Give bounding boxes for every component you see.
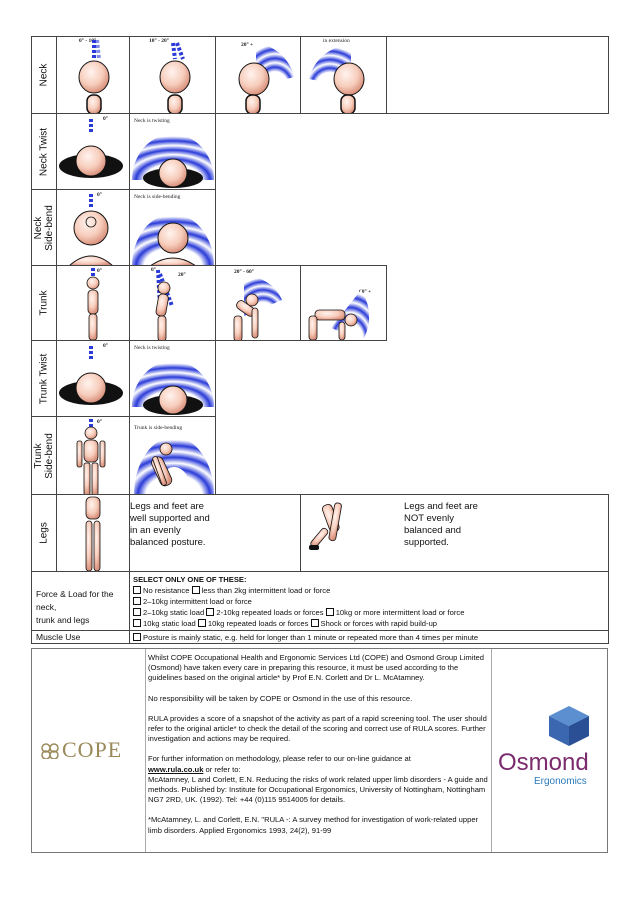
neck-10-20-cell[interactable]: 10° - 20°: [130, 37, 216, 114]
trunk-moderate-flex-figure: [216, 266, 301, 341]
neck-flexed-20-figure: [216, 37, 301, 114]
trunk-severe-flex-figure: [301, 266, 387, 341]
disclaimer-p2: No responsibility will be taken by COPE …: [148, 694, 488, 704]
muscle-label-cell: Muscle Use: [32, 631, 130, 644]
muscle-option-cell: Posture is mainly static, e.g. held for …: [130, 631, 609, 644]
trunk-sidebending-cell[interactable]: Trunk is side-bending: [130, 417, 216, 495]
force-options-cell: SELECT ONLY ONE OF THESE: No resistance …: [130, 572, 609, 631]
trunk-60-plus-cell[interactable]: 60° +: [301, 266, 387, 341]
row-label-neck-twist: Neck Twist: [32, 114, 57, 190]
legs-unsupported-cell[interactable]: Legs and feet are NOT evenly balanced an…: [301, 495, 609, 572]
row-label-trunk: Trunk: [32, 266, 57, 341]
neck-twisting-cell[interactable]: Neck is twisting: [130, 114, 216, 190]
opt-2-10-repeated: 2-10kg repeated loads or forces: [216, 608, 323, 617]
disclaimer-p1: Whilst COPE Occupational Health and Ergo…: [148, 653, 488, 684]
disclaimer-p5: *McAtamney, L. and Corlett, E.N. "RULA -…: [148, 815, 488, 835]
legs-supported-figure-cell[interactable]: [57, 495, 130, 572]
trunk-20-60-cell[interactable]: 20° - 60°: [216, 266, 301, 341]
opt-2-10-static: 2–10kg static load: [143, 608, 204, 617]
trunk-twist-0-cell[interactable]: 0°: [57, 341, 130, 417]
osmond-logo-panel: Osmond Ergonomics: [491, 649, 608, 852]
legs-unsupported-text: Legs and feet are NOT evenly balanced an…: [404, 501, 478, 549]
trunk-no-sidebend-figure: [57, 417, 130, 495]
neck-sidebending-cell[interactable]: Neck is side-bending: [130, 190, 216, 266]
force-heading: SELECT ONLY ONE OF THESE:: [133, 574, 608, 585]
trunk-0-cell[interactable]: 0°: [57, 266, 130, 341]
cope-logo-icon: [40, 743, 60, 759]
osmond-logo-subtext: Ergonomics: [534, 776, 587, 787]
trunk-slight-flex-figure: [130, 266, 216, 341]
neck-extension-cell[interactable]: in extension: [301, 37, 387, 114]
neck-twisting-figure: [130, 114, 216, 190]
neck-sidebending-figure: [130, 190, 216, 266]
neck-twist-empty: [216, 114, 609, 190]
rula-link[interactable]: www.rula.co.uk: [148, 765, 203, 774]
checkbox-10-plus-intermittent[interactable]: [326, 608, 334, 616]
neck-no-sidebend-figure: [57, 190, 130, 266]
opt-10-repeated: 10kg repeated loads or forces: [208, 619, 308, 628]
trunk-sidebend-empty: [216, 417, 609, 495]
legs-supported-text: Legs and feet are well supported and in …: [130, 501, 210, 549]
checkbox-2-10-static[interactable]: [133, 608, 141, 616]
cope-logo-panel: COPE: [32, 649, 146, 852]
disclaimer-p4b: or refer to:: [203, 765, 240, 774]
checkbox-10-repeated[interactable]: [198, 619, 206, 627]
opt-shock: Shock or forces with rapid build-up: [321, 619, 438, 628]
checkbox-static-posture[interactable]: [133, 633, 141, 641]
trunk-no-twist-figure: [57, 341, 130, 417]
row-label-legs: Legs: [32, 495, 57, 572]
checkbox-shock[interactable]: [311, 619, 319, 627]
neck-flexed-figure: [130, 37, 216, 114]
checkbox-no-resistance[interactable]: [133, 586, 141, 594]
trunk-sidebend-0-cell[interactable]: 0°: [57, 417, 130, 495]
disclaimer-p3: RULA provides a score of a snapshot of t…: [148, 714, 488, 745]
osmond-cube-icon: [547, 704, 591, 748]
checkbox-2-10-intermittent[interactable]: [133, 597, 141, 605]
checkbox-2-10-repeated[interactable]: [206, 608, 214, 616]
checkbox-10-static[interactable]: [133, 619, 141, 627]
legs-supported-cell[interactable]: Legs and feet are well supported and in …: [130, 495, 301, 572]
neck-no-twist-figure: [57, 114, 130, 190]
trunk-sidebending-figure: [130, 417, 216, 495]
neck-sidebend-0-cell[interactable]: 0°: [57, 190, 130, 266]
trunk-0-20-cell[interactable]: 0° 20°: [130, 266, 216, 341]
disclaimer-text: Whilst COPE Occupational Health and Ergo…: [148, 653, 488, 846]
opt-10-static: 10kg static load: [143, 619, 196, 628]
trunk-twist-empty: [216, 341, 609, 417]
neck-empty-cell: [387, 37, 609, 114]
opt-static-posture: Posture is mainly static, e.g. held for …: [143, 633, 478, 642]
disclaimer-p4a: For further information on methodology, …: [148, 754, 411, 763]
opt-2-10-intermittent: 2–10kg intermittent load or force: [143, 597, 252, 606]
trunk-twisting-figure: [130, 341, 216, 417]
opt-10-plus-intermittent: 10kg or more intermittent load or force: [336, 608, 465, 617]
neck-extension-figure: [301, 37, 387, 114]
cope-logo-text: COPE: [62, 737, 122, 763]
osmond-logo-text: Osmond: [498, 749, 589, 777]
row-label-trunk-twist: Trunk Twist: [32, 341, 57, 417]
neck-twist-0-cell[interactable]: 0°: [57, 114, 130, 190]
disclaimer-p4c: McAtamney, L and Corlett, E.N. Reducing …: [148, 775, 488, 804]
rula-section-b-table: Neck 0° - 10° 10° - 20° 20° +: [31, 36, 609, 644]
neck-20-plus-cell[interactable]: 20° +: [216, 37, 301, 114]
opt-no-resistance: No resistance: [143, 586, 189, 595]
opt-lt2kg: less than 2kg intermittent load or force: [202, 586, 331, 595]
trunk-upright-figure: [57, 266, 130, 341]
legs-supported-figure: [57, 495, 130, 572]
checkbox-lt2kg[interactable]: [192, 586, 200, 594]
trunk-twisting-cell[interactable]: Neck is twisting: [130, 341, 216, 417]
force-label-cell: Force & Load for the neck,trunk and legs: [32, 572, 130, 631]
legs-unsupported-figure: [301, 495, 361, 572]
disclaimer-footer: COPE Whilst COPE Occupational Health and…: [31, 648, 608, 853]
neck-upright-figure: [57, 37, 130, 114]
neck-sidebend-empty: [216, 190, 609, 266]
trunk-empty: [387, 266, 609, 341]
neck-0-10-cell[interactable]: 0° - 10°: [57, 37, 130, 114]
row-label-neck: Neck: [32, 37, 57, 114]
